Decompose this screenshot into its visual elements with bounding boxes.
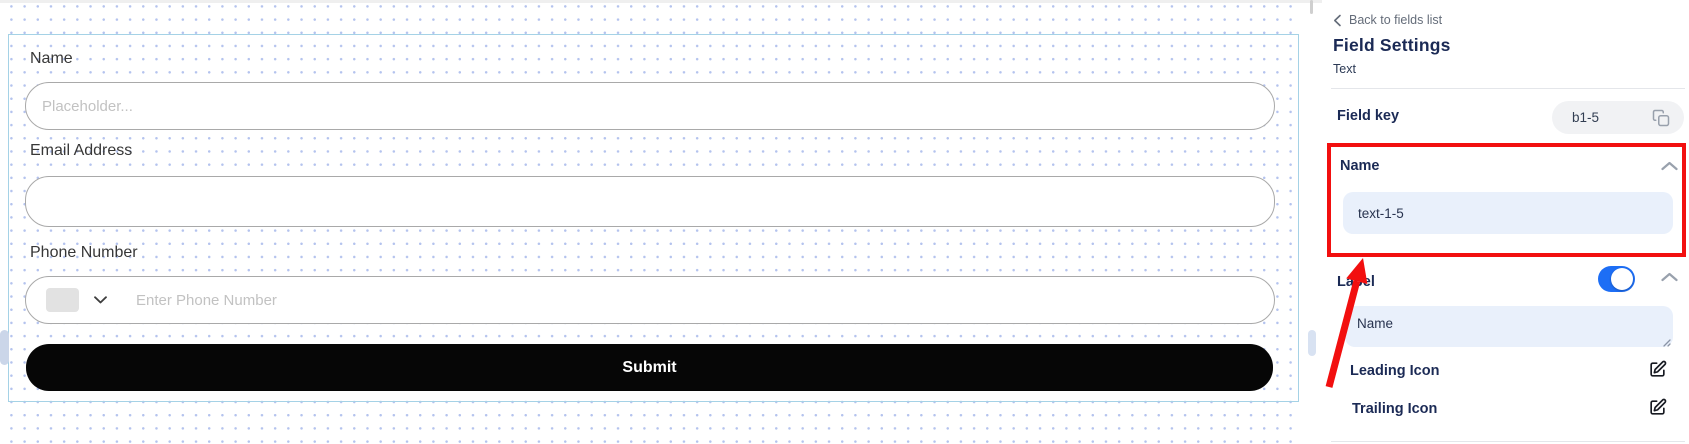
canvas-left-resize-handle[interactable]: [0, 330, 9, 365]
phone-field[interactable]: Enter Phone Number: [25, 276, 1275, 324]
chevron-up-icon[interactable]: [1661, 161, 1678, 171]
edit-pencil-square-icon[interactable]: [1648, 398, 1667, 417]
country-flag-placeholder[interactable]: [46, 288, 79, 312]
panel-subtitle: Text: [1333, 62, 1356, 76]
edit-pencil-square-icon[interactable]: [1648, 360, 1667, 379]
chevron-down-icon[interactable]: [94, 296, 107, 304]
phone-field-placeholder: Enter Phone Number: [136, 291, 277, 309]
panel-title: Field Settings: [1333, 35, 1451, 55]
text-field-name[interactable]: Placeholder...: [25, 82, 1275, 130]
chevron-up-icon[interactable]: [1661, 272, 1678, 282]
field-key-value: b1-5: [1572, 110, 1600, 125]
submit-button[interactable]: Submit: [26, 344, 1273, 391]
chevron-left-icon: [1333, 14, 1342, 27]
label-textarea[interactable]: Name: [1345, 306, 1673, 347]
workspace-top-edge: [0, 0, 1322, 3]
field-key-pill: b1-5: [1552, 101, 1684, 134]
leading-icon-label: Leading Icon: [1350, 363, 1440, 379]
label-toggle[interactable]: [1598, 266, 1635, 292]
scrollbar-thumb[interactable]: [1310, 0, 1313, 14]
back-to-fields-link[interactable]: Back to fields list: [1333, 13, 1442, 27]
field-label-name: Name: [30, 50, 73, 67]
text-field-name-placeholder: Placeholder...: [42, 97, 133, 115]
label-section-header: Label: [1337, 274, 1375, 290]
divider: [1331, 88, 1685, 89]
builder-workspace: Name Placeholder... Email Address Phone …: [0, 0, 1322, 444]
resize-grip-icon[interactable]: [1660, 334, 1671, 352]
text-field-email[interactable]: [25, 176, 1275, 227]
field-label-phone: Phone Number: [30, 244, 138, 261]
toggle-knob: [1611, 268, 1633, 290]
form-canvas[interactable]: [8, 34, 1299, 402]
back-link-label: Back to fields list: [1349, 13, 1443, 27]
name-section-header: Name: [1340, 158, 1380, 174]
name-input[interactable]: [1343, 192, 1673, 234]
field-settings-panel: Back to fields list Field Settings Text …: [1322, 0, 1689, 444]
field-label-email: Email Address: [30, 142, 133, 159]
divider: [1331, 441, 1685, 442]
copy-icon[interactable]: [1652, 109, 1670, 127]
trailing-icon-label: Trailing Icon: [1352, 401, 1438, 417]
field-key-label: Field key: [1337, 108, 1400, 124]
canvas-right-resize-handle[interactable]: [1308, 330, 1316, 356]
